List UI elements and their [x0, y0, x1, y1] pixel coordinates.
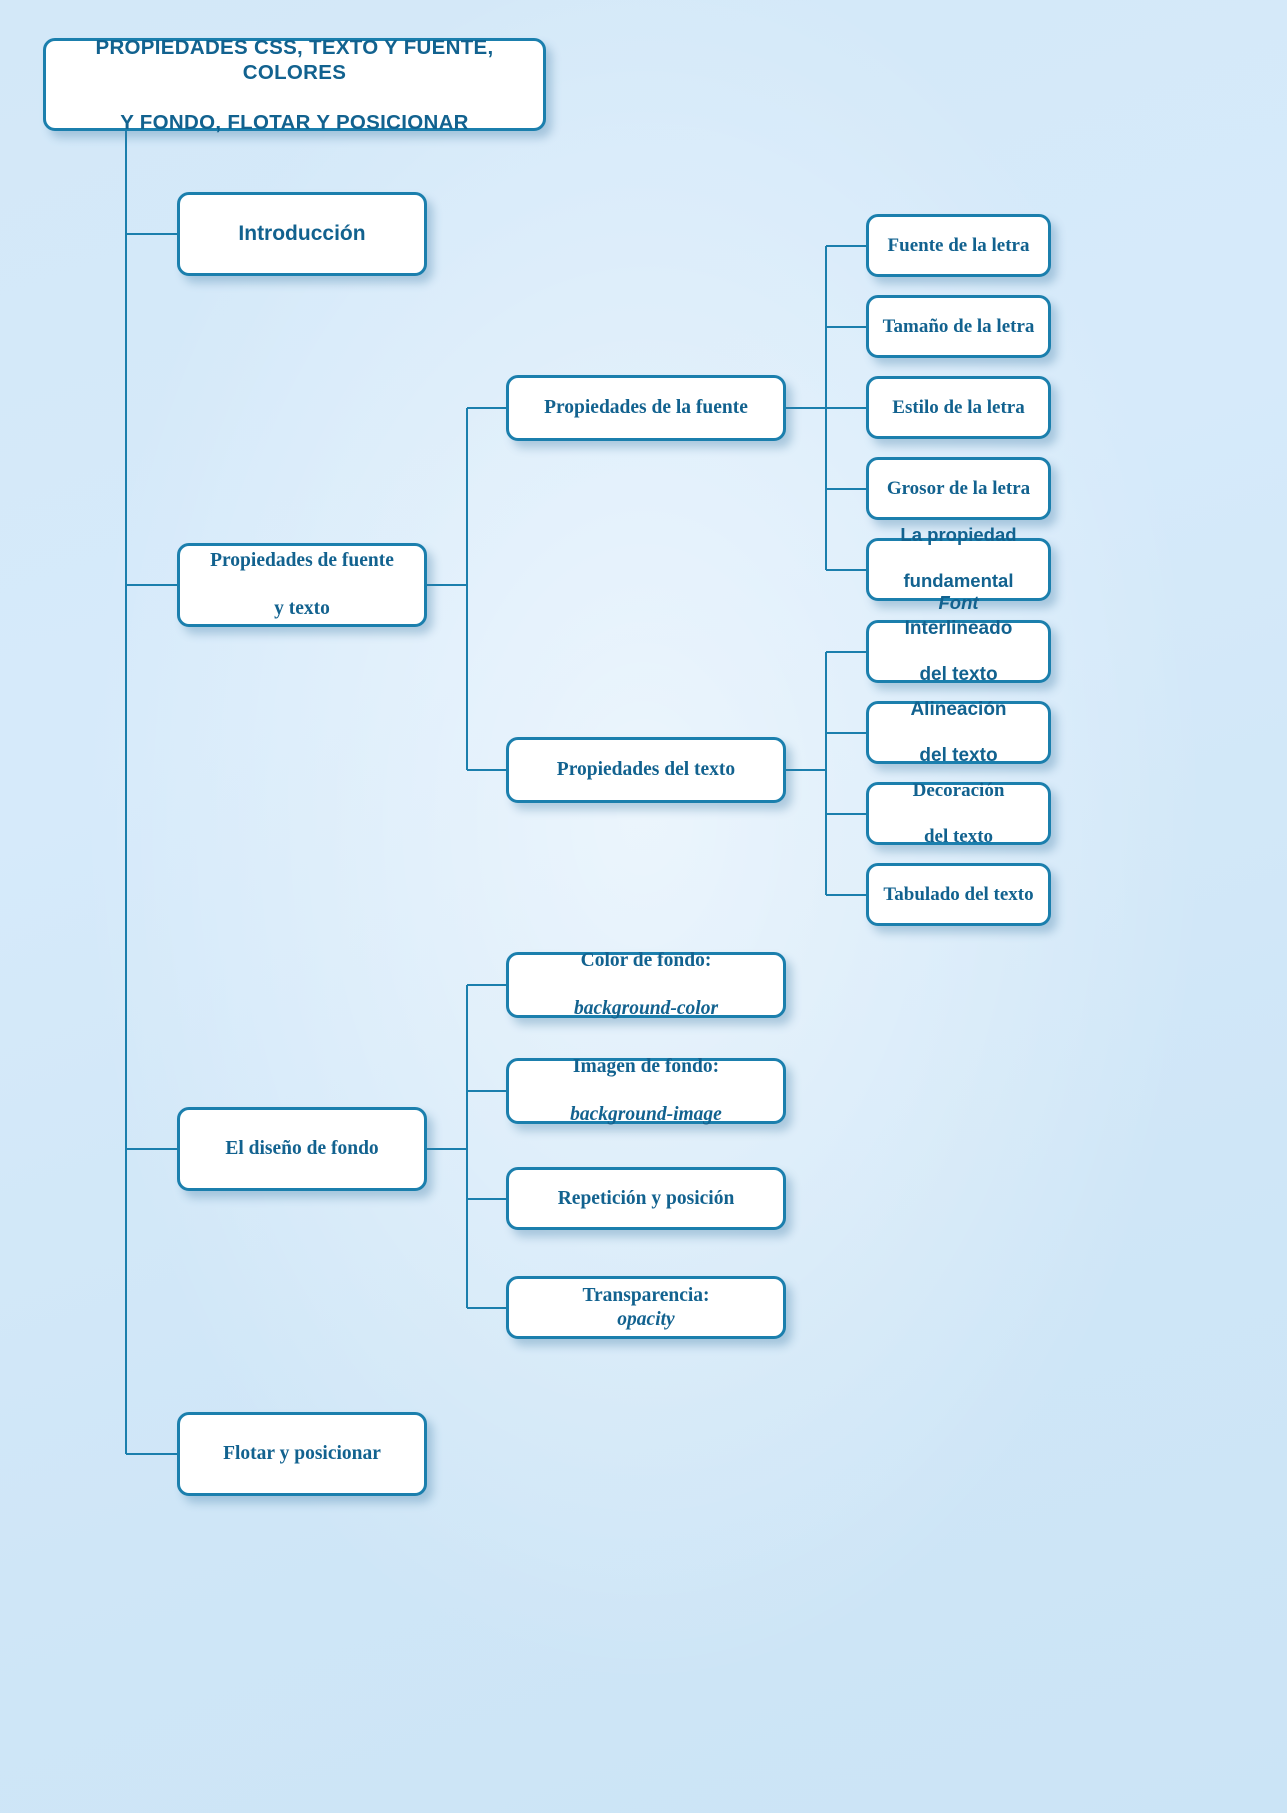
label-line2: del texto — [919, 664, 998, 686]
node-transparencia-opacity[interactable]: Transparencia: opacity — [506, 1276, 786, 1339]
node-flotar-y-posicionar[interactable]: Flotar y posicionar — [177, 1412, 427, 1496]
label-italic: opacity — [617, 1308, 675, 1330]
node-imagen-de-fondo[interactable]: Imagen de fondo: background-image — [506, 1055, 786, 1126]
node-tamano-de-la-letra-label: Tamaño de la letra — [882, 315, 1035, 337]
node-flotar-y-posicionar-label: Flotar y posicionar — [223, 1443, 381, 1465]
label-line2: del texto — [919, 745, 998, 767]
label-line1: La propiedad — [900, 524, 1017, 546]
label-line2-plain: fundamental — [903, 569, 1014, 591]
node-estilo-de-la-letra-label: Estilo de la letra — [892, 396, 1025, 418]
node-propiedades-fuente-y-texto[interactable]: Propiedades de fuente y texto — [177, 543, 427, 627]
node-fuente-de-la-letra-label: Fuente de la letra — [887, 234, 1030, 256]
node-alineacion-del-texto[interactable]: Alineación del texto — [866, 699, 1051, 766]
node-el-diseno-de-fondo-label: El diseño de fondo — [225, 1138, 379, 1160]
node-repeticion-y-posicion-label: Repetición y posición — [557, 1187, 735, 1209]
node-propiedades-del-texto[interactable]: Propiedades del texto — [506, 737, 786, 803]
label-line1: Propiedades de fuente — [210, 550, 394, 572]
node-color-de-fondo-label: Color de fondo: background-color — [554, 949, 738, 1020]
node-fuente-de-la-letra[interactable]: Fuente de la letra — [866, 214, 1051, 277]
label-line2-italic: Font — [938, 592, 979, 614]
label-line1: Alineación — [910, 698, 1007, 720]
node-decoracion-del-texto-label: Decoración del texto — [893, 779, 1025, 849]
node-el-diseno-de-fondo[interactable]: El diseño de fondo — [177, 1107, 427, 1191]
node-estilo-de-la-letra[interactable]: Estilo de la letra — [866, 376, 1051, 439]
node-propiedades-de-la-fuente-label: Propiedades de la fuente — [544, 397, 748, 419]
label-line2: del texto — [923, 826, 994, 848]
label-line2: y texto — [274, 597, 330, 619]
node-introduccion-label: Introducción — [238, 222, 366, 246]
node-introduccion[interactable]: Introducción — [177, 192, 427, 276]
node-propiedades-fuente-y-texto-label: Propiedades de fuente y texto — [190, 549, 414, 620]
node-grosor-de-la-letra-label: Grosor de la letra — [886, 477, 1031, 499]
label-plain: Transparencia: — [582, 1284, 710, 1306]
root-title-line2: Y FONDO, FLOTAR Y POSICIONAR — [120, 110, 469, 134]
label-line1: Interlineado — [904, 617, 1013, 639]
node-interlineado-del-texto[interactable]: Interlineado del texto — [866, 618, 1051, 685]
node-propiedades-de-la-fuente[interactable]: Propiedades de la fuente — [506, 375, 786, 441]
label-line1: Imagen de fondo: — [572, 1056, 720, 1078]
node-propiedad-fundamental-font[interactable]: La propiedad fundamental Font — [866, 524, 1051, 613]
node-imagen-de-fondo-label: Imagen de fondo: background-image — [550, 1055, 742, 1126]
node-tabulado-del-texto[interactable]: Tabulado del texto — [866, 863, 1051, 926]
label-line1: Decoración — [912, 779, 1005, 801]
node-grosor-de-la-letra[interactable]: Grosor de la letra — [866, 457, 1051, 520]
node-propiedad-fundamental-font-label: La propiedad fundamental Font — [880, 524, 1036, 614]
node-transparencia-opacity-label: Transparencia: opacity — [562, 1284, 729, 1332]
label-line2-italic: background-color — [573, 997, 719, 1019]
root-title-line1: PROPIEDADES CSS, TEXTO Y FUENTE, COLORES — [95, 35, 494, 84]
node-propiedades-del-texto-label: Propiedades del texto — [556, 759, 736, 781]
root-node-title[interactable]: PROPIEDADES CSS, TEXTO Y FUENTE, COLORES… — [43, 36, 546, 134]
node-interlineado-del-texto-label: Interlineado del texto — [885, 617, 1033, 687]
node-decoracion-del-texto[interactable]: Decoración del texto — [866, 780, 1051, 847]
node-alineacion-del-texto-label: Alineación del texto — [890, 698, 1026, 768]
root-title-text: PROPIEDADES CSS, TEXTO Y FUENTE, COLORES… — [46, 35, 543, 135]
label-line2-italic: background-image — [570, 1103, 722, 1125]
node-tabulado-del-texto-label: Tabulado del texto — [883, 883, 1034, 905]
node-color-de-fondo[interactable]: Color de fondo: background-color — [506, 949, 786, 1020]
node-tamano-de-la-letra[interactable]: Tamaño de la letra — [866, 295, 1051, 358]
node-repeticion-y-posicion[interactable]: Repetición y posición — [506, 1167, 786, 1230]
label-line1: Color de fondo: — [580, 950, 712, 972]
